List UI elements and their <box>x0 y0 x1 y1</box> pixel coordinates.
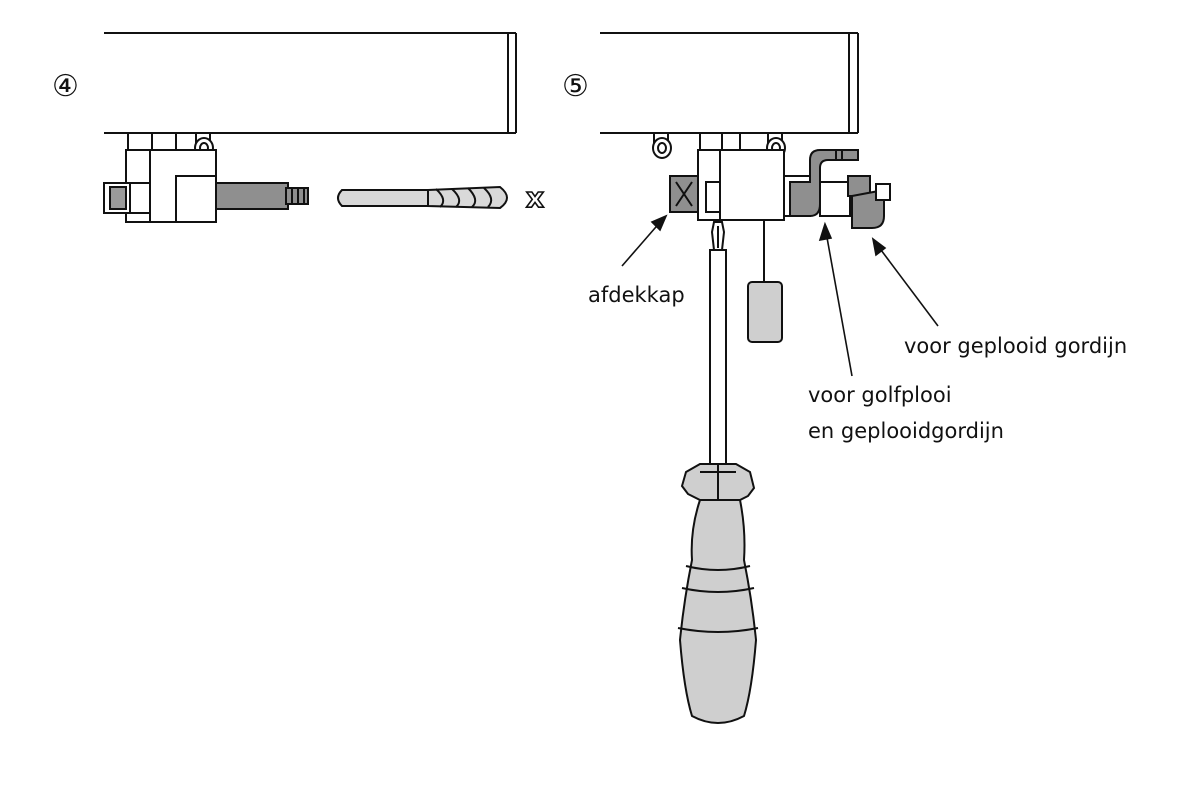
step-4-number: ④ <box>52 69 79 104</box>
threaded-stub <box>215 182 309 210</box>
screwdriver-icon <box>677 221 759 724</box>
label-pleated-curtain: voor geplooid gordijn <box>904 334 1127 358</box>
rail-profile-right <box>600 32 859 134</box>
hex-key-icon <box>747 220 783 343</box>
step-4-figure: ④ <box>52 32 545 223</box>
glider-ring-right-a <box>652 132 672 159</box>
step-5-figure: ⑤ <box>562 32 1127 724</box>
pleated-hook <box>819 175 891 229</box>
end-bracket-right <box>697 132 811 221</box>
label-wave-fold-line2: en geplooidgordijn <box>808 419 1004 443</box>
wave-fold-hook <box>789 149 859 217</box>
label-wave-fold-line1: voor golfplooi <box>808 383 952 407</box>
end-cap-part <box>669 175 699 213</box>
pointer-arrows <box>621 214 939 377</box>
remove-x-icon: x <box>526 181 544 214</box>
rail-profile-left <box>104 32 517 134</box>
drill-bit-icon <box>337 185 508 210</box>
step-5-number: ⑤ <box>562 69 589 104</box>
label-end-cap: afdekkap <box>588 283 685 307</box>
end-bracket-left <box>103 132 217 223</box>
